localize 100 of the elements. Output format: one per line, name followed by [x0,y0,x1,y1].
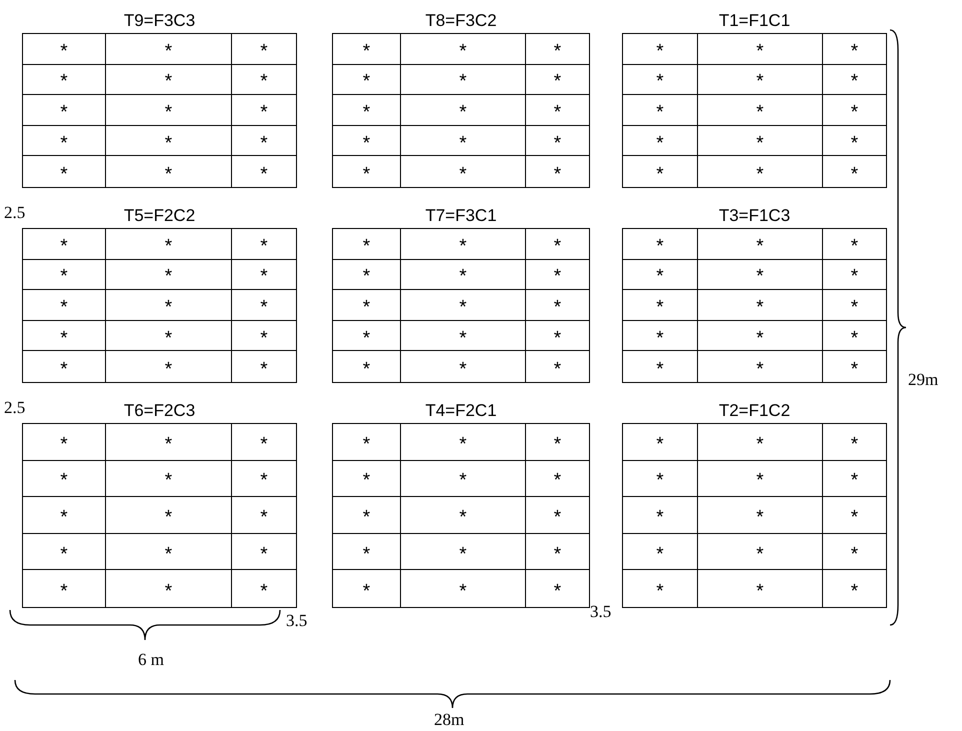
grid-cell: * [23,570,106,607]
dimension-label: 29m [908,370,938,390]
grid-cell: * [23,290,106,321]
grid-cell: * [232,126,296,156]
grid-cell: * [623,460,698,498]
grid-cell: * [232,424,296,461]
grid-cell-text: * [552,580,562,604]
grid-cell-text: * [259,580,269,604]
grid-cell: * [526,229,589,260]
plot-label: T1=F1C1 [718,11,792,31]
grid-cell: * [23,460,106,498]
plot-label: T4=F2C1 [424,401,498,421]
grid-cell: * [623,290,698,321]
grid-cell: * [106,351,232,382]
grid-cell: * [401,460,526,498]
grid-cell: * [23,34,106,65]
grid-cell: * [401,95,526,126]
grid-cell: * [823,290,886,321]
grid-cell: * [106,534,232,570]
grid-cell: * [401,570,526,607]
dimension-label: 6 m [138,650,164,670]
grid-cell: * [823,34,886,65]
grid-cell: * [623,156,698,187]
grid-cell: * [401,34,526,65]
grid-cell: * [526,497,589,534]
grid-cell: * [23,534,106,570]
grid-cell: * [333,229,401,260]
grid-cell: * [823,460,886,498]
grid-cell: * [23,156,106,187]
grid-cell: * [232,229,296,260]
grid-cell: * [106,126,232,156]
plot-label: T2=F1C2 [718,401,792,421]
grid-cell: * [106,290,232,321]
grid-cell: * [526,320,589,352]
grid-cell: * [526,290,589,321]
grid-cell: * [698,95,823,126]
grid-cell: * [823,95,886,126]
grid-cell: * [623,64,698,96]
grid-cell: * [698,570,823,607]
grid-cell: * [623,534,698,570]
grid-cell: * [23,351,106,382]
grid-cell: * [526,95,589,126]
dimension-label: 3.5 [286,611,308,631]
grid-cell: * [106,320,232,352]
grid-cell: * [232,534,296,570]
plot-label: T9=F3C3 [122,11,196,31]
grid-cell: * [526,34,589,65]
grid-cell: * [401,320,526,352]
plot-label: T8=F3C2 [424,11,498,31]
grid-cell: * [623,229,698,260]
grid-cell: * [401,351,526,382]
grid-cell: * [232,320,296,352]
grid-cell: * [823,260,886,290]
grid-cell: * [401,424,526,461]
grid-cell: * [623,497,698,534]
grid-cell: * [106,64,232,96]
plot-label: T6=F2C3 [122,401,196,421]
dimension-label: 3.5 [590,602,612,622]
grid-cell: * [333,156,401,187]
grid-cell-text: * [259,162,269,187]
dimension-label: 28m [434,710,464,730]
grid-cell: * [698,260,823,290]
grid-cell: * [232,497,296,534]
grid-cell: * [333,570,401,607]
grid-cell: * [106,34,232,65]
plot-label: T5=F2C2 [122,206,196,226]
grid-cell-text: * [850,358,860,382]
grid-cell: * [623,34,698,65]
grid-cell: * [106,229,232,260]
grid-cell-text: * [850,580,860,604]
grid-cell: * [698,229,823,260]
grid-cell: * [698,460,823,498]
grid-cell: * [698,126,823,156]
grid-cell: * [623,570,698,607]
grid-cell: * [232,260,296,290]
grid-cell: * [698,320,823,352]
grid-cell: * [401,126,526,156]
grid-cell: * [106,156,232,187]
grid-cell: * [623,320,698,352]
grid-cell: * [823,229,886,260]
grid-cell: * [333,351,401,382]
grid-cell: * [232,290,296,321]
grid-cell: * [823,534,886,570]
grid-cell: * [401,64,526,96]
grid-cell: * [623,424,698,461]
grid-cell: * [526,126,589,156]
grid-cell: * [106,260,232,290]
grid-cell: * [823,320,886,352]
grid-cell: * [698,34,823,65]
grid-cell: * [333,424,401,461]
grid-cell: * [333,320,401,352]
grid-cell: * [333,290,401,321]
grid-cell: * [106,95,232,126]
dimension-label: 2.5 [4,398,26,418]
dimension-label: 2.5 [4,203,26,223]
grid-cell: * [401,534,526,570]
grid-cell: * [401,260,526,290]
grid-cell: * [623,260,698,290]
grid-cell: * [106,497,232,534]
grid-cell: * [333,460,401,498]
